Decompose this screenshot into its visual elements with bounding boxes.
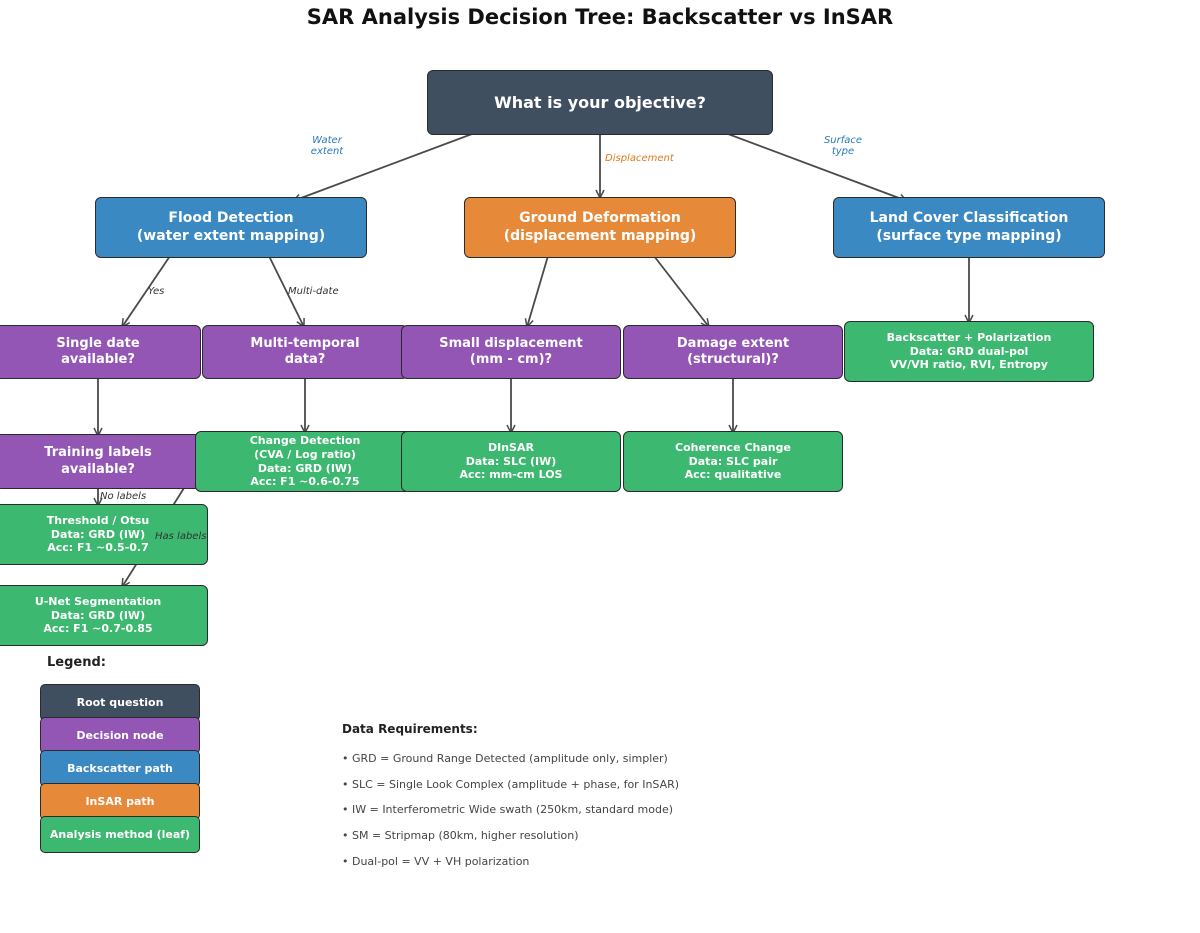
- edge-flood-multi: [268, 255, 305, 327]
- edge-label-multidate: Multi-date: [288, 286, 339, 297]
- edge-flood-single: [122, 255, 171, 327]
- requirement-slc: • SLC = Single Look Complex (amplitude +…: [342, 778, 680, 791]
- data-requirements-title: Data Requirements:: [342, 722, 478, 736]
- edge-deformation-damage: [653, 255, 709, 327]
- edge-label-yes: Yes: [148, 286, 165, 297]
- backscatter-polarization-leaf: Backscatter + Polarization Data: GRD dua…: [844, 321, 1094, 382]
- land-cover-node: Land Cover Classification (surface type …: [833, 197, 1105, 258]
- dinsar-leaf: DInSAR Data: SLC (IW) Acc: mm-cm LOS: [401, 431, 621, 492]
- legend-root-question: Root question: [40, 684, 200, 721]
- training-labels-node: Training labels available?: [0, 434, 201, 489]
- unet-segmentation-leaf: U-Net Segmentation Data: GRD (IW) Acc: F…: [0, 585, 208, 646]
- edge-label-displacement: Displacement: [605, 153, 674, 164]
- edge-label-surface: Surface type: [823, 135, 863, 157]
- damage-extent-node: Damage extent (structural)?: [623, 325, 843, 379]
- edge-label-water: Water extent: [310, 135, 344, 157]
- legend-title: Legend:: [47, 655, 106, 670]
- change-detection-leaf: Change Detection (CVA / Log ratio) Data:…: [195, 431, 415, 492]
- edge-root-landcover: [711, 127, 907, 201]
- root-question-node: What is your objective?: [427, 70, 773, 135]
- requirement-iw: • IW = Interferometric Wide swath (250km…: [342, 803, 674, 816]
- flood-detection-node: Flood Detection (water extent mapping): [95, 197, 367, 258]
- page-title: SAR Analysis Decision Tree: Backscatter …: [306, 5, 894, 29]
- coherence-change-leaf: Coherence Change Data: SLC pair Acc: qua…: [623, 431, 843, 492]
- edge-root-flood: [293, 127, 489, 201]
- requirement-grd: • GRD = Ground Range Detected (amplitude…: [342, 752, 668, 765]
- edge-label-has-labels: Has labels: [155, 531, 207, 542]
- requirement-sm: • SM = Stripmap (80km, higher resolution…: [342, 829, 579, 842]
- legend-decision-node: Decision node: [40, 717, 200, 754]
- edge-label-no-labels: No labels: [100, 491, 147, 502]
- legend-backscatter-path: Backscatter path: [40, 750, 200, 787]
- requirement-dualpol: • Dual-pol = VV + VH polarization: [342, 855, 530, 868]
- legend-insar-path: InSAR path: [40, 783, 200, 820]
- single-date-node: Single date available?: [0, 325, 201, 379]
- edge-deformation-small: [527, 255, 549, 327]
- legend-analysis-method: Analysis method (leaf): [40, 816, 200, 853]
- ground-deformation-node: Ground Deformation (displacement mapping…: [464, 197, 736, 258]
- small-displacement-node: Small displacement (mm - cm)?: [401, 325, 621, 379]
- threshold-otsu-leaf: Threshold / Otsu Data: GRD (IW) Acc: F1 …: [0, 504, 208, 565]
- multi-temporal-node: Multi-temporal data?: [202, 325, 408, 379]
